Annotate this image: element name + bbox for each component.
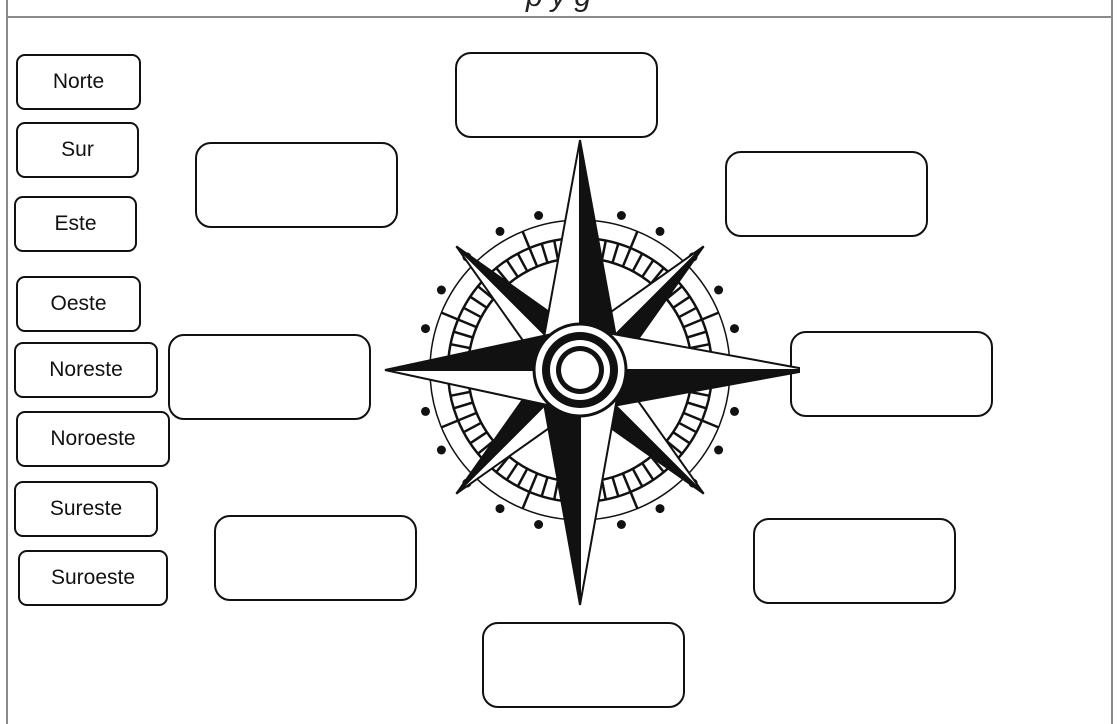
compass-tick	[690, 392, 710, 396]
compass-dot	[656, 227, 665, 236]
compass-tick	[470, 432, 487, 443]
compass-dot	[496, 504, 505, 513]
title-divider	[6, 16, 1113, 18]
compass-dot	[617, 520, 626, 529]
compass-tick	[464, 308, 482, 317]
compass-tick	[679, 308, 697, 317]
compass-rose-icon	[360, 130, 800, 620]
compass-dot	[437, 446, 446, 455]
compass-center	[561, 351, 599, 389]
word-card-sureste[interactable]: Sureste	[14, 481, 158, 537]
word-card-suroeste[interactable]: Suroeste	[18, 550, 168, 606]
cut-off-title: p y g	[0, 0, 1117, 14]
compass-dot	[534, 211, 543, 220]
compass-tick	[542, 244, 548, 263]
compass-tick	[673, 297, 690, 308]
word-card-oeste[interactable]: Oeste	[16, 276, 141, 332]
compass-tick	[679, 423, 697, 432]
compass-tick	[454, 332, 473, 338]
compass-tick	[507, 260, 518, 277]
compass-tick	[633, 254, 642, 272]
drop-zone-north[interactable]	[455, 52, 658, 138]
compass-tick	[602, 241, 606, 261]
compass-tick	[642, 463, 653, 480]
word-card-noreste[interactable]: Noreste	[14, 342, 158, 398]
compass-tick	[633, 469, 642, 487]
compass-dot	[496, 227, 505, 236]
word-card-este[interactable]: Este	[14, 196, 137, 252]
compass-tick	[554, 241, 558, 261]
word-card-sur[interactable]: Sur	[16, 122, 139, 178]
compass-tick	[613, 477, 619, 496]
compass-dot	[421, 407, 430, 416]
compass-dot	[421, 324, 430, 333]
compass-tick	[518, 254, 527, 272]
compass-dot	[714, 446, 723, 455]
compass-dot	[617, 211, 626, 220]
compass-dot	[730, 407, 739, 416]
compass-tick	[518, 469, 527, 487]
compass-tick	[613, 244, 619, 263]
compass-tick	[451, 392, 471, 396]
drop-zone-south[interactable]	[482, 622, 685, 708]
compass-tick	[451, 344, 471, 348]
compass-tick	[464, 423, 482, 432]
compass-tick	[470, 297, 487, 308]
compass-tick	[673, 432, 690, 443]
compass-tick	[687, 403, 706, 409]
compass-tick	[642, 260, 653, 277]
compass-tick	[690, 344, 710, 348]
word-card-noroeste[interactable]: Noroeste	[16, 411, 170, 467]
compass-tick	[542, 477, 548, 496]
compass-dot	[714, 286, 723, 295]
compass-dot	[437, 286, 446, 295]
compass-tick	[687, 332, 706, 338]
word-card-norte[interactable]: Norte	[16, 54, 141, 110]
compass-tick	[507, 463, 518, 480]
compass-dot	[534, 520, 543, 529]
compass-tick	[454, 403, 473, 409]
compass-dot	[656, 504, 665, 513]
drop-zone-east[interactable]	[790, 331, 993, 417]
compass-dot	[730, 324, 739, 333]
drop-zone-west[interactable]	[168, 334, 371, 420]
